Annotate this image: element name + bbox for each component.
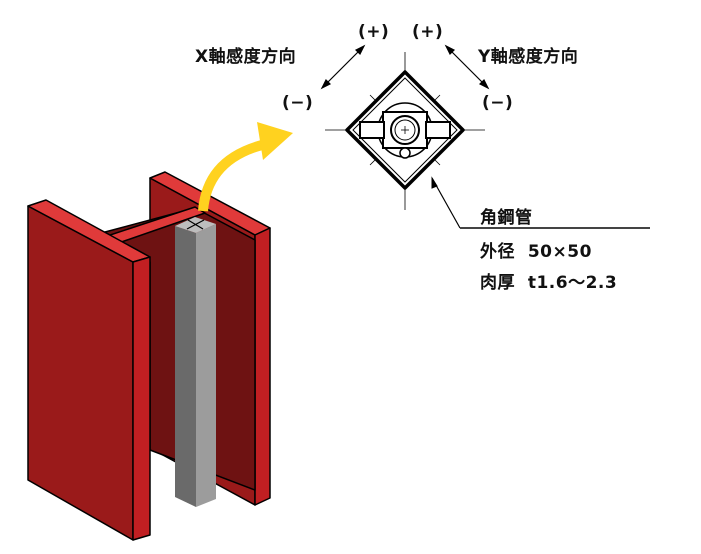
back-flange-edge bbox=[254, 227, 271, 506]
y-minus-label: (−) bbox=[482, 93, 514, 113]
front-flange-face bbox=[27, 205, 134, 541]
y-axis-label: Y軸感度方向 bbox=[478, 47, 579, 67]
sensor-cross-icon bbox=[186, 219, 205, 230]
leader-line bbox=[431, 176, 650, 229]
y-axis-arrow bbox=[444, 44, 490, 90]
tube-right-face bbox=[196, 224, 216, 507]
x-axis-arrow bbox=[320, 44, 366, 90]
outer-value: 50×50 bbox=[527, 242, 592, 262]
x-axis-label: X軸感度方向 bbox=[195, 47, 297, 67]
x-minus-label: (−) bbox=[282, 93, 314, 113]
h-beam-illustration bbox=[27, 171, 271, 541]
x-plus-label: (+) bbox=[358, 22, 390, 42]
outer-label: 外径 bbox=[480, 242, 515, 262]
thickness-value: t1.6〜2.3 bbox=[527, 273, 618, 293]
yellow-arrow-icon bbox=[198, 122, 293, 212]
spec-title: 角鋼管 bbox=[480, 208, 533, 228]
y-plus-label: (+) bbox=[412, 22, 444, 42]
square-tube bbox=[175, 217, 216, 507]
sensor-cross-section bbox=[325, 52, 485, 210]
front-flange-edge bbox=[132, 256, 151, 541]
spec-thickness: 肉厚 t1.6〜2.3 bbox=[480, 268, 617, 293]
thickness-label: 肉厚 bbox=[480, 273, 515, 293]
tube-left-face bbox=[175, 226, 196, 507]
spec-outer-diameter: 外径 50×50 bbox=[480, 237, 592, 262]
